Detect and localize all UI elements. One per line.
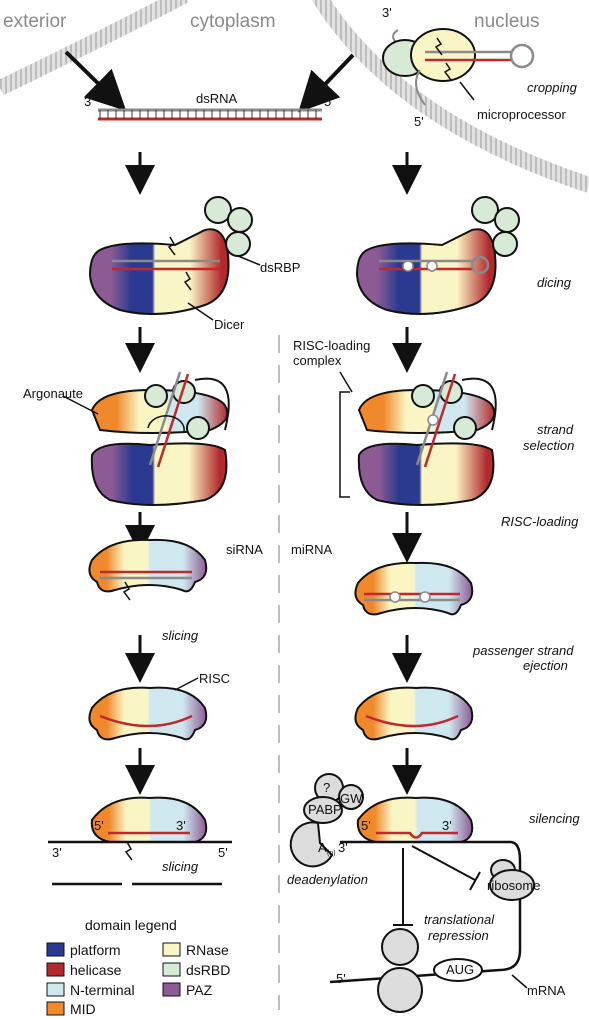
cytoplasm-label: cytoplasm xyxy=(190,11,276,32)
slice-3prime-guide: 3' xyxy=(176,818,186,833)
poly-a-label: A xyxy=(318,840,327,855)
legend-swatch-paz xyxy=(162,982,181,997)
silencing-complex xyxy=(289,773,535,1013)
risc-leader xyxy=(174,677,199,691)
exterior-label: exterior xyxy=(3,11,67,32)
dsrna-label: dsRNA xyxy=(196,91,238,106)
legend-title: domain legend xyxy=(85,917,177,933)
dsrna-5prime-label: 5' xyxy=(324,94,334,109)
dicer-leader xyxy=(187,302,214,321)
legend-swatch-platform xyxy=(46,942,65,957)
mirna-label: miRNA xyxy=(291,542,332,557)
dsrbp-leader xyxy=(237,255,261,266)
step-risc-loading: RISC-loading xyxy=(501,514,579,529)
ribosome-label: ribosome xyxy=(487,878,540,893)
legend-label-helicase: helicase xyxy=(70,962,122,978)
mrna-5prime-label: 5' xyxy=(336,971,346,986)
poly-a-subscript: (n) xyxy=(327,850,336,857)
legend-swatch-helicase xyxy=(46,962,65,977)
dsrna-duplex xyxy=(98,108,322,121)
slicing-complex xyxy=(48,796,232,886)
sirna-loaded-argonaute xyxy=(88,538,208,601)
rlc-bracket xyxy=(339,391,350,498)
dsrna-3prime-label: 3' xyxy=(84,94,94,109)
legend-swatch-mid xyxy=(46,1001,65,1016)
legend-label-rnase: RNase xyxy=(186,942,229,958)
mirna-loaded-argonaute xyxy=(354,561,474,616)
microprocessor-5prime-label: 5' xyxy=(414,114,424,129)
dicer-right xyxy=(355,196,520,315)
sirna-label: siRNA xyxy=(226,542,263,557)
mrna-leader xyxy=(511,974,528,989)
risc-loading-complex-left xyxy=(90,371,230,506)
argonaute-leader xyxy=(62,395,99,415)
microprocessor-complex xyxy=(382,28,535,106)
unknown-factor-label: ? xyxy=(323,780,330,795)
translational-repression-2: repression xyxy=(428,928,489,943)
dicer-left xyxy=(88,196,253,315)
risc-label: RISC xyxy=(199,671,230,686)
risc-loading-complex-right xyxy=(357,371,497,506)
deadenylation-label: deadenylation xyxy=(287,872,368,887)
entry-arrow-left xyxy=(64,50,127,111)
legend-label-dsrbd: dsRBD xyxy=(186,962,230,978)
cell-membrane xyxy=(0,0,189,96)
silencing-3prime-label: 3' xyxy=(442,818,452,833)
step-slicing-top: slicing xyxy=(162,628,199,643)
dicer-label: Dicer xyxy=(214,317,245,332)
argonaute-label: Argonaute xyxy=(23,386,83,401)
risc-loading-complex-label-1: RISC-loading xyxy=(293,338,370,353)
entry-arrow-right xyxy=(298,53,355,113)
domain-legend: platform helicase N-terminal MID RNase d… xyxy=(46,942,230,1017)
step-strand-selection-1: strand xyxy=(537,422,574,437)
mrna-label: mRNA xyxy=(527,983,566,998)
legend-swatch-rnase xyxy=(162,942,181,957)
aug-label: AUG xyxy=(446,962,474,977)
legend-label-n-terminal: N-terminal xyxy=(70,982,135,998)
rlc-leader xyxy=(339,371,353,393)
polya-3prime-label: 3' xyxy=(338,840,348,855)
translational-repression-1: translational xyxy=(424,912,495,927)
slice-5prime-target: 5' xyxy=(218,845,228,860)
step-cropping: cropping xyxy=(527,80,578,95)
step-dicing: dicing xyxy=(537,275,572,290)
step-passenger-2: ejection xyxy=(523,658,568,673)
silencing-5prime-label: 5' xyxy=(361,818,371,833)
slice-3prime-target: 3' xyxy=(52,845,62,860)
legend-swatch-n-terminal xyxy=(46,982,65,997)
slice-5prime-guide: 5' xyxy=(94,818,104,833)
legend-swatch-dsrbd xyxy=(162,962,181,977)
step-slicing-bottom: slicing xyxy=(162,859,199,874)
risc-left xyxy=(88,686,208,741)
pabp-label: PABP xyxy=(308,802,342,817)
flow-arrows xyxy=(125,152,422,795)
step-strand-selection-2: selection xyxy=(523,438,574,453)
risc-right xyxy=(354,686,474,741)
legend-label-platform: platform xyxy=(70,942,121,958)
dsrbp-label: dsRBP xyxy=(260,260,300,275)
step-passenger-1: passenger strand xyxy=(472,643,574,658)
legend-label-paz: PAZ xyxy=(186,982,213,998)
risc-loading-complex-label-2: complex xyxy=(293,353,342,368)
gw-label: GW xyxy=(340,791,363,806)
legend-label-mid: MID xyxy=(70,1001,96,1017)
microprocessor-3prime-label: 3' xyxy=(382,5,392,20)
microprocessor-label: microprocessor xyxy=(477,107,567,122)
step-silencing: silencing xyxy=(529,811,580,826)
nucleus-label: nucleus xyxy=(474,11,540,32)
